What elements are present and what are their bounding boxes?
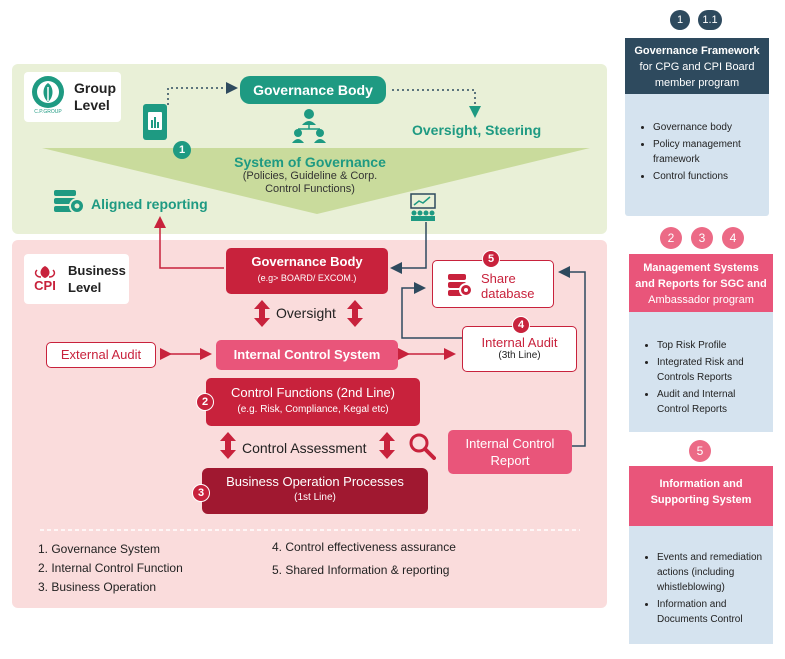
information-supporting-body: Events and remediation actions (includin… <box>629 526 773 644</box>
share-database-line-2: database <box>481 286 535 301</box>
governance-framework-line-3: member program <box>654 77 740 89</box>
side-list-item: Events and remediation <box>657 550 773 565</box>
report-document-icon <box>143 104 167 140</box>
side-num-1-1: 1.1 <box>698 10 722 30</box>
control-functions-box: Control Functions (2nd Line) (e.g. Risk,… <box>206 378 420 426</box>
information-supporting-line-2: Supporting System <box>650 494 752 506</box>
business-operation-processes-box: Business Operation Processes (1st Line) <box>202 468 428 514</box>
side-list-item-cont: framework <box>653 154 700 165</box>
oversight-arrows <box>220 300 395 459</box>
side-num-5: 5 <box>689 440 711 462</box>
internal-audit-box: Internal Audit (3th Line) <box>462 326 577 372</box>
system-of-governance-sub-2: Control Functions) <box>265 183 355 195</box>
internal-control-report-box: Internal Control Report <box>448 430 572 474</box>
database-gear-icon <box>52 188 86 216</box>
side-list-item: Top Risk Profile <box>657 338 773 353</box>
aligned-reporting-label: Aligned reporting <box>91 196 208 212</box>
group-level-line-2: Level <box>74 97 110 113</box>
side-num-1: 1 <box>670 10 690 30</box>
badge-1: 1 <box>173 141 191 159</box>
share-database-box: Share database <box>432 260 554 308</box>
system-of-governance-title: System of Governance <box>234 154 386 170</box>
governance-framework-body: Governance body Policy management framew… <box>625 94 769 216</box>
information-supporting-title: Information and <box>659 478 743 490</box>
legend-left: 1. Governance System 2. Internal Control… <box>38 542 183 599</box>
control-functions-sub: (e.g. Risk, Compliance, Kegal etc) <box>237 404 389 415</box>
internal-audit-title: Internal Audit <box>481 335 558 350</box>
side-list-item-cont: whistleblowing) <box>657 582 725 593</box>
business-level-line-1: Business <box>68 263 126 278</box>
legend-item-2: 2. Internal Control Function <box>38 561 183 575</box>
business-governance-body: Governance Body (e.g> BOARD/ EXCOM.) <box>226 248 388 294</box>
people-hierarchy-icon <box>290 108 328 144</box>
information-supporting-header: Information and Supporting System <box>629 466 773 526</box>
group-level-line-1: Group <box>74 80 116 96</box>
management-systems-line-2: and Reports for SGC and <box>635 278 767 290</box>
governance-framework-header: Governance Framework for CPG and CPI Boa… <box>625 38 769 94</box>
logo-text: C.P.GROUP <box>34 109 62 115</box>
business-governance-body-title: Governance Body <box>251 254 363 269</box>
side-list-item: Integrated Risk and <box>657 355 773 370</box>
cp-group-logo: C.P.GROUP <box>28 75 68 119</box>
magnifier-icon <box>408 432 436 460</box>
group-governance-body: Governance Body <box>240 76 386 104</box>
governance-framework-title: Governance Framework <box>634 45 760 57</box>
governance-framework-line-2: for CPG and CPI Board <box>639 61 755 73</box>
business-governance-body-sub: (e.g> BOARD/ EXCOM.) <box>257 273 357 283</box>
group-governance-body-label: Governance Body <box>253 82 373 98</box>
side-list-item: Governance body <box>653 120 769 135</box>
side-list-item: Information and <box>657 597 773 612</box>
management-systems-body: Top Risk Profile Integrated Risk and Con… <box>629 312 773 432</box>
side-num-2: 2 <box>660 227 682 249</box>
oversight-steering-label: Oversight, Steering <box>412 122 542 138</box>
side-list-item-cont: actions (including <box>657 567 735 578</box>
share-database-line-1: Share <box>481 271 516 286</box>
business-level-label: CPI Business Level <box>24 254 129 304</box>
system-of-governance-sub-1: (Policies, Guideline & Corp. <box>242 170 378 182</box>
governance-triangle <box>42 148 590 214</box>
badge-5: 5 <box>482 250 500 268</box>
internal-audit-sub: (3th Line) <box>498 350 541 361</box>
system-of-governance: System of Governance (Policies, Guidelin… <box>210 154 410 196</box>
side-list-item: Policy management <box>653 137 769 152</box>
presentation-team-icon <box>408 192 438 222</box>
side-list-item-cont: Documents Control <box>657 614 743 625</box>
control-functions-title: Control Functions (2nd Line) <box>230 385 396 400</box>
side-list-item-cont: Control Reports <box>657 404 728 415</box>
badge-2: 2 <box>196 393 214 411</box>
cpi-logo: CPI <box>28 265 62 293</box>
legend-item-4: 4. Control effectiveness assurance <box>272 540 456 554</box>
side-list-item: Control functions <box>653 169 769 184</box>
group-level-label: C.P.GROUP Group Level <box>24 72 121 122</box>
badge-4: 4 <box>512 316 530 334</box>
management-systems-line-3: Ambassador program <box>648 294 754 306</box>
side-num-3: 3 <box>691 227 713 249</box>
badge-3: 3 <box>192 484 210 502</box>
internal-control-report-line-2: Report <box>490 453 530 468</box>
oversight-label: Oversight <box>276 305 336 321</box>
legend-item-5: 5. Shared Information & reporting <box>272 563 450 577</box>
internal-control-report-line-1: Internal Control <box>465 436 555 451</box>
business-operation-processes-title: Business Operation Processes <box>226 474 404 489</box>
business-operation-processes-sub: (1st Line) <box>294 492 336 503</box>
side-num-4: 4 <box>722 227 744 249</box>
control-assessment-label: Control Assessment <box>242 440 367 456</box>
management-systems-title: Management Systems <box>643 262 759 274</box>
legend-right: 4. Control effectiveness assurance 5. Sh… <box>272 540 456 582</box>
external-audit-box: External Audit <box>46 342 156 368</box>
management-systems-header: Management Systems and Reports for SGC a… <box>629 254 773 312</box>
legend-item-3: 3. Business Operation <box>38 580 157 594</box>
business-level-line-2: Level <box>68 280 102 295</box>
legend-item-1: 1. Governance System <box>38 542 161 556</box>
cpi-logo-text: CPI <box>34 278 56 293</box>
database-gear-icon <box>447 271 473 299</box>
side-list-item-cont: Controls Reports <box>657 372 733 383</box>
side-list-item: Audit and Internal <box>657 387 773 402</box>
internal-control-system-box: Internal Control System <box>216 340 398 370</box>
